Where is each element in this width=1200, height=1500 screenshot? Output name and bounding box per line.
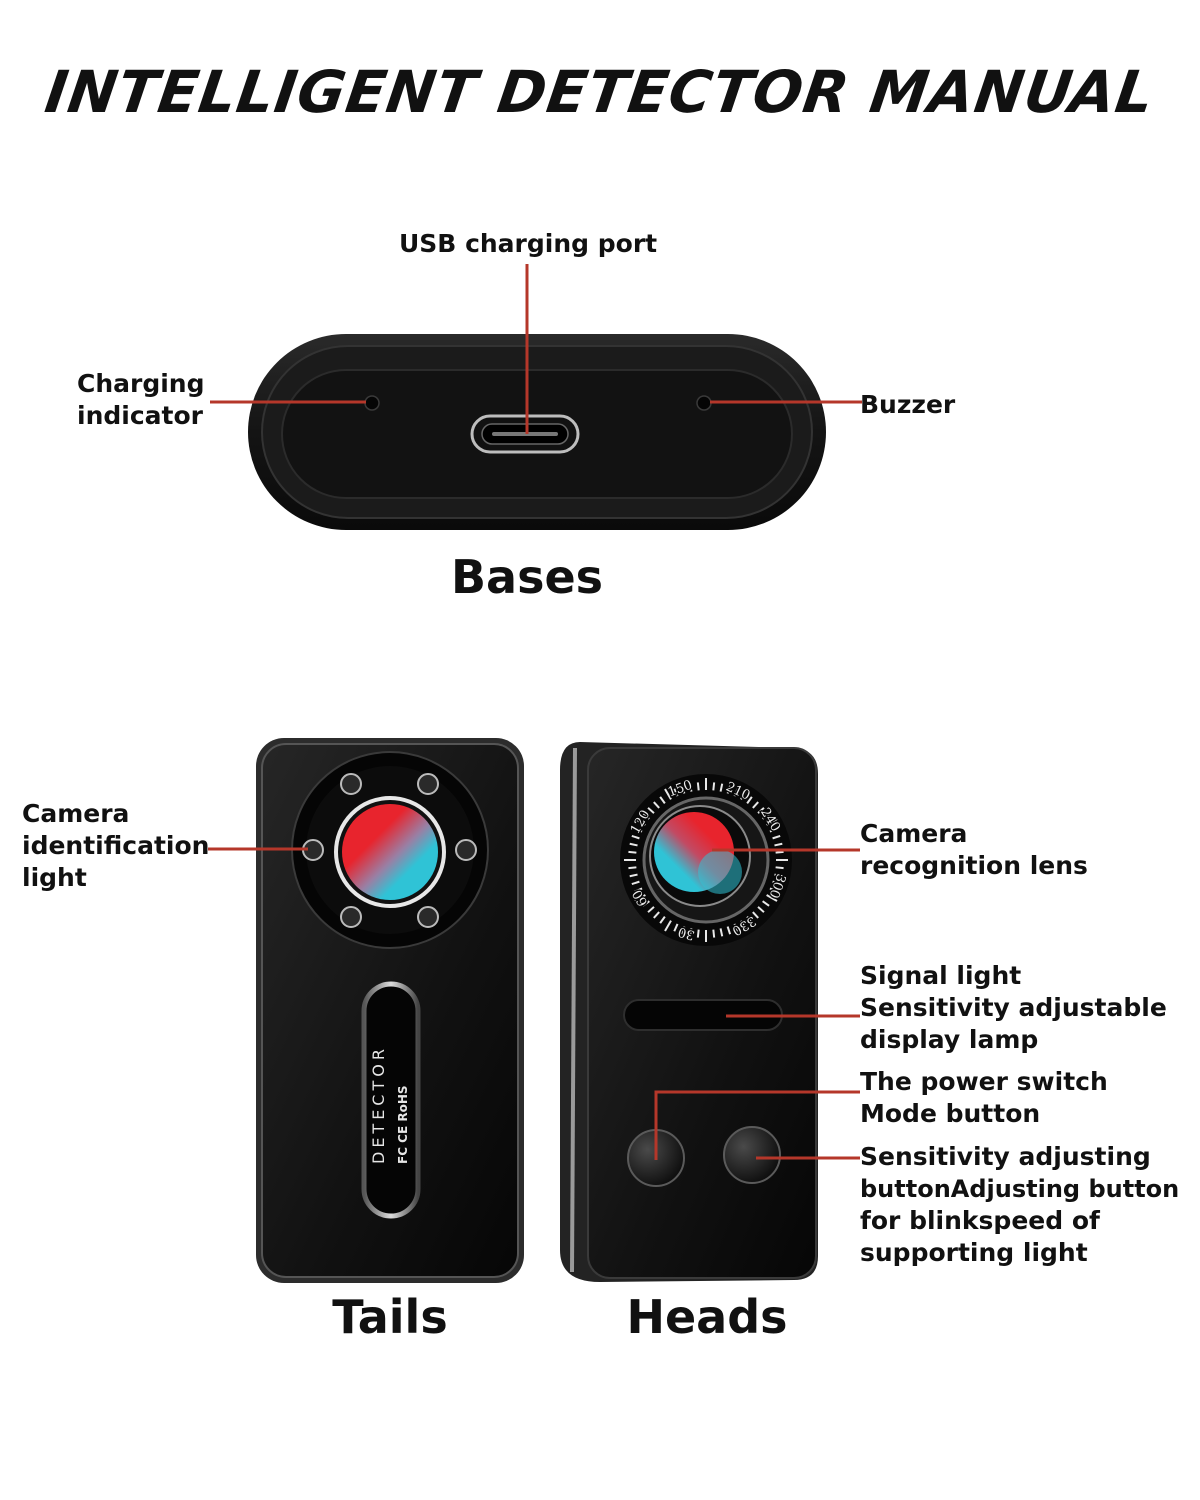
label-camera-light-line1: Camera [22, 799, 130, 828]
dial-tick [631, 880, 640, 886]
dial-tick [634, 887, 643, 893]
dial-tick [746, 796, 753, 804]
dial-tick [757, 807, 765, 814]
plate-brand-text: DETECTOR [369, 1045, 388, 1164]
dial-tick [653, 801, 660, 809]
label-usb-port: USB charging port [399, 229, 658, 258]
dial-tick [769, 887, 778, 893]
dial-tick [673, 923, 679, 932]
label-camera-light-line2: identification [22, 831, 210, 860]
dial-tick [774, 842, 783, 847]
caption-bases: Bases [450, 550, 604, 604]
dial-tick [629, 842, 638, 847]
charging-indicator-dot [364, 395, 380, 411]
dial-tick [719, 928, 724, 937]
dial-tick [719, 783, 724, 792]
label-signal-line3: display lamp [860, 1025, 1039, 1054]
dial-tick [733, 788, 739, 797]
dial-tick [647, 906, 655, 913]
dial-tick [634, 827, 643, 833]
label-lens-line2: recognition lens [860, 851, 1088, 880]
label-sensitivity-line4: supporting light [860, 1238, 1088, 1267]
dial-tick [766, 894, 778, 902]
dial-tick [752, 911, 759, 919]
dial-tick [772, 880, 781, 886]
dial-tick [726, 785, 732, 794]
label-signal-line1: Signal light [860, 961, 1022, 990]
dial-tick [647, 807, 655, 814]
label-charging-indicator-line2: indicator [77, 401, 203, 430]
dial-tick [659, 916, 666, 924]
label-buzzer: Buzzer [860, 390, 956, 419]
dial-tick [653, 911, 660, 919]
dial-tick [628, 866, 637, 870]
dial-tick [664, 920, 672, 932]
dial-tick [696, 782, 700, 791]
dial-tick [642, 813, 650, 820]
dial-tick [766, 818, 778, 826]
leader-power [654, 1090, 860, 1160]
camera-lens [334, 796, 446, 908]
device-tails: DETECTOR FC CE RoHS [256, 738, 524, 1283]
sensitivity-button [723, 1126, 781, 1184]
dial-tick [774, 873, 783, 878]
label-power-line2: Mode button [860, 1099, 1041, 1128]
dial-tick [740, 788, 748, 800]
device-base [248, 334, 826, 530]
dial-tick [664, 788, 672, 800]
label-power-line1: The power switch [860, 1067, 1108, 1096]
dial-tick [769, 827, 778, 833]
dial-tick [688, 783, 693, 792]
dial-tick [688, 928, 693, 937]
dial-tick [629, 873, 638, 878]
label-sensitivity-line2: buttonAdjusting button [860, 1175, 1180, 1203]
dial-tick [631, 834, 640, 840]
dial-tick [775, 866, 784, 870]
label-camera-light-line3: light [22, 863, 87, 892]
dial-tick [628, 850, 637, 854]
dial-tick [696, 929, 700, 938]
buzzer-dot [696, 395, 712, 411]
dial-tick [634, 894, 646, 902]
dial-tick [762, 900, 770, 907]
dial-tick [757, 906, 765, 913]
dial-tick [712, 782, 716, 791]
dial-tick [772, 834, 781, 840]
dial-tick [762, 813, 770, 820]
dial-tick [733, 923, 739, 932]
dial-tick [726, 926, 732, 935]
dial-tick [659, 796, 666, 804]
caption-heads: Heads [626, 1290, 788, 1344]
label-lens-line1: Camera [860, 819, 968, 848]
dial-number: 30 [677, 924, 697, 943]
label-charging-indicator-line1: Charging [77, 369, 205, 398]
dial-tick [746, 916, 753, 924]
label-sensitivity-line1: Sensitivity adjusting [860, 1142, 1151, 1171]
dial-tick [712, 929, 716, 938]
label-signal-line2: Sensitivity adjustable [860, 993, 1167, 1022]
dial-tick [752, 801, 759, 809]
dial-tick [642, 900, 650, 907]
dial-tick [673, 788, 679, 797]
dial-tick [680, 926, 686, 935]
usb-port-icon [470, 414, 580, 454]
dial-tick [740, 920, 748, 932]
label-sensitivity-line3: for blinkspeed of [860, 1206, 1100, 1235]
dial-tick [775, 850, 784, 854]
identification-leds [302, 773, 477, 928]
dial-tick [634, 818, 646, 826]
dial-tick [680, 785, 686, 794]
caption-tails: Tails [332, 1290, 448, 1344]
detector-plate: DETECTOR FC CE RoHS [361, 981, 421, 1219]
plate-marks-text: FC CE RoHS [396, 1085, 410, 1164]
